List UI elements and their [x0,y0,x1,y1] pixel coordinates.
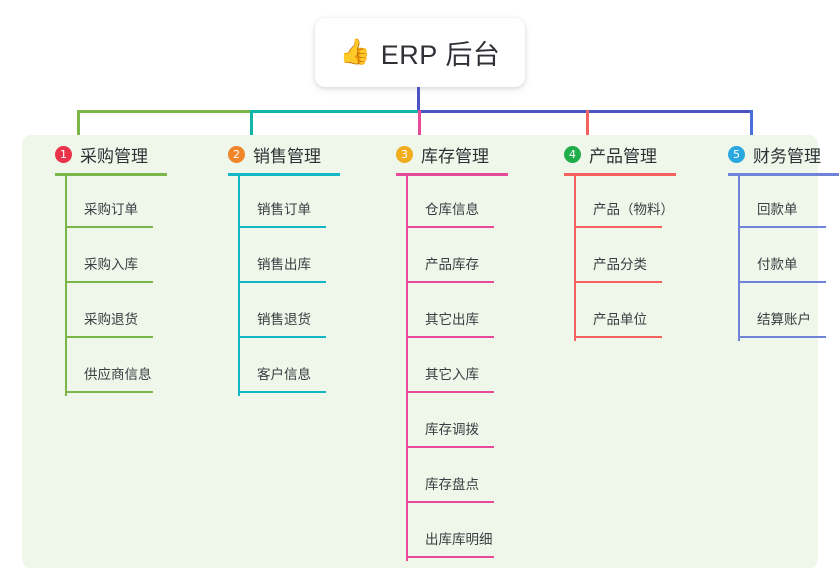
list-item-label: 付款单 [757,257,798,272]
list-item-underline [738,336,826,338]
column-badge-4: 4 [564,145,581,163]
list-item-label: 产品分类 [593,257,647,272]
column-title-5: 财务管理 [753,146,821,166]
column-spine-5 [738,176,740,341]
list-item-label: 库存盘点 [425,477,479,492]
list-item-label: 采购退货 [84,312,138,327]
root-title-card[interactable]: 👍 ERP 后台 [315,18,525,87]
column-spine-3 [406,176,408,561]
list-item-label: 出库库明细 [425,532,493,547]
list-item-underline [406,556,494,558]
list-item-label: 销售退货 [257,312,311,327]
column-header-4[interactable]: 4 产品管理 [564,135,657,173]
root-title-label: ERP 后台 [380,40,501,70]
list-item-label: 库存调拨 [425,422,479,437]
column-header-3[interactable]: 3 库存管理 [396,135,489,173]
column-underline-4 [564,173,676,176]
thumbs-up-icon: 👍 [339,38,371,66]
list-item-underline [65,336,153,338]
list-item-label: 采购入库 [84,257,138,272]
list-item-underline [238,281,326,283]
column-header-1[interactable]: 1 采购管理 [55,135,148,173]
column-财务管理: 5 财务管理回款单付款单结算账户 [728,135,839,341]
list-item-label: 回款单 [757,202,798,217]
column-title-2: 销售管理 [253,146,321,166]
drop-connector-1 [77,110,80,137]
list-item-underline [238,226,326,228]
list-item-label: 仓库信息 [425,202,479,217]
list-item-label: 客户信息 [257,367,311,382]
list-item-underline [574,336,662,338]
column-title-1: 采购管理 [80,146,148,166]
list-item-label: 其它出库 [425,312,479,327]
list-item-underline [574,281,662,283]
list-item-underline [574,226,662,228]
diagram-panel: 1 采购管理采购订单采购入库采购退货供应商信息 2 销售管理销售订单销售出库销售退货客… [22,135,839,568]
list-item-label: 供应商信息 [84,367,152,382]
drop-connector-4 [586,110,589,137]
column-underline-3 [396,173,508,176]
column-库存管理: 3 库存管理仓库信息产品库存其它出库其它入库库存调拨库存盘点出库库明细 [396,135,508,561]
list-item-underline [238,391,326,393]
list-item-label: 结算账户 [757,312,811,327]
list-item-underline [406,391,494,393]
list-item-label: 其它入库 [425,367,479,382]
list-item-underline [65,391,153,393]
column-underline-5 [728,173,839,176]
list-item-underline [406,226,494,228]
bus-segment-1 [77,110,250,113]
column-title-4: 产品管理 [589,146,657,166]
column-badge-1: 1 [55,145,72,163]
drop-connector-3 [418,110,421,137]
drop-connector-2 [250,110,253,137]
list-item-label: 采购订单 [84,202,138,217]
list-item-label: 产品单位 [593,312,647,327]
column-header-5[interactable]: 5 财务管理 [728,135,821,173]
column-header-2[interactable]: 2 销售管理 [228,135,321,173]
column-产品管理: 4 产品管理产品（物料） 产品分类产品单位 [564,135,676,341]
bus-segment-3 [418,110,750,113]
column-采购管理: 1 采购管理采购订单采购入库采购退货供应商信息 [55,135,167,396]
list-item-underline [738,281,826,283]
list-item-underline [238,336,326,338]
list-item-label: 产品（物料） [593,202,674,217]
column-underline-1 [55,173,167,176]
column-spine-2 [238,176,240,396]
column-badge-3: 3 [396,145,413,163]
list-item-underline [406,336,494,338]
root-trunk-connector [417,87,420,113]
column-underline-2 [228,173,340,176]
list-item-underline [65,226,153,228]
column-badge-5: 5 [728,145,745,163]
column-spine-4 [574,176,576,341]
list-item-underline [406,446,494,448]
list-item-label: 销售订单 [257,202,311,217]
list-item-underline [65,281,153,283]
list-item-underline [738,226,826,228]
list-item-label: 产品库存 [425,257,479,272]
column-spine-1 [65,176,67,396]
column-销售管理: 2 销售管理销售订单销售出库销售退货客户信息 [228,135,340,396]
drop-connector-5 [750,110,753,137]
column-title-3: 库存管理 [421,146,489,166]
column-badge-2: 2 [228,145,245,163]
list-item-underline [406,281,494,283]
bus-segment-2 [250,110,418,113]
list-item-label: 销售出库 [257,257,311,272]
list-item-underline [406,501,494,503]
